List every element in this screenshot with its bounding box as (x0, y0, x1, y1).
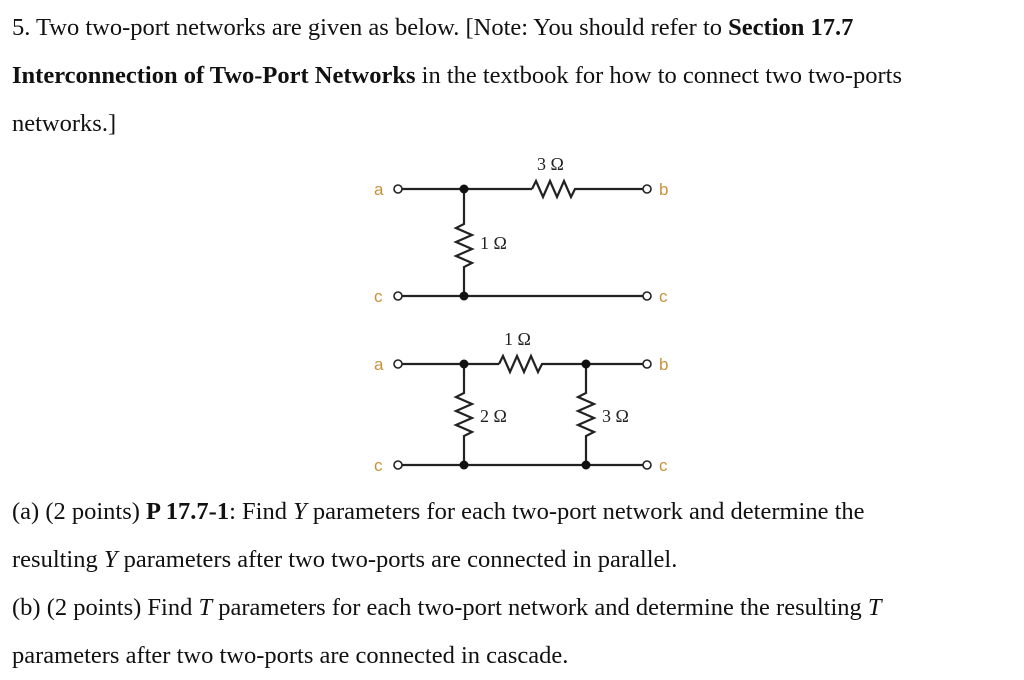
shunt-2ohm (453, 364, 475, 465)
node-bottom (459, 291, 469, 301)
network-2: a b c c 1 Ω 2 Ω 3 Ω (374, 329, 668, 475)
part-b-line-1: (b) (2 points) Find T parameters for eac… (12, 584, 882, 632)
text: parameters after two two-ports are conne… (12, 642, 569, 669)
label-1ohm: 1 Ω (480, 233, 507, 253)
terminal-c-left (393, 460, 403, 470)
problem-ref: P 17.7-1 (146, 498, 230, 525)
terminal-a (393, 184, 403, 194)
label-3ohm: 3 Ω (537, 154, 564, 174)
label-3ohm: 3 Ω (602, 406, 629, 426)
network-1: a b c c 3 Ω 1 Ω (374, 154, 668, 306)
text: parameters for each two-port network and… (306, 498, 865, 525)
terminal-a (393, 359, 403, 369)
resistor-3ohm (531, 178, 643, 200)
part-b-label: (b) (2 points) Find (12, 594, 199, 621)
terminal-b (642, 359, 652, 369)
text: parameters for each two-port network and… (212, 594, 868, 621)
terminal-b (642, 184, 652, 194)
node-bottom-left (459, 460, 469, 470)
text: parameters after two two-ports are conne… (117, 546, 678, 573)
label-a: a (374, 180, 384, 199)
label-1ohm: 1 Ω (504, 329, 531, 349)
label-a: a (374, 355, 384, 374)
part-a-label: (a) (2 points) (12, 498, 147, 525)
terminal-c-left (393, 291, 403, 301)
terminal-c-right (642, 291, 652, 301)
intro-text-end: networks.] (12, 110, 117, 137)
label-b: b (659, 355, 668, 374)
shunt-1ohm (453, 189, 475, 296)
text: resulting (12, 546, 104, 573)
node-bottom-right (581, 460, 591, 470)
var-t: T (198, 594, 213, 621)
text: : Find (229, 498, 294, 525)
label-b: b (659, 180, 668, 199)
label-2ohm: 2 Ω (480, 406, 507, 426)
node-top (459, 184, 469, 194)
problem-intro-line-2: Interconnection of Two-Port Networks in … (12, 52, 902, 100)
part-a-line-2: resulting Y parameters after two two-por… (12, 536, 677, 584)
label-c-left: c (374, 287, 383, 306)
problem-intro-line-1: 5. Two two-port networks are given as be… (12, 4, 853, 52)
label-c-right: c (659, 287, 668, 306)
node-top-right (581, 359, 591, 369)
resistor-1ohm (498, 353, 643, 375)
node-top-left (459, 359, 469, 369)
section-ref: Section 17.7 (728, 14, 854, 41)
label-c-left: c (374, 456, 383, 475)
shunt-3ohm (575, 364, 597, 465)
part-b-line-2: parameters after two two-ports are conne… (12, 632, 568, 680)
intro-text-cont: in the textbook for how to connect two t… (415, 62, 903, 89)
var-t: T (867, 594, 882, 621)
section-title: Interconnection of Two-Port Networks (12, 62, 416, 89)
terminal-c-right (642, 460, 652, 470)
intro-text: 5. Two two-port networks are given as be… (12, 14, 729, 41)
var-y: Y (293, 498, 307, 525)
label-c-right: c (659, 456, 668, 475)
var-y: Y (103, 546, 118, 573)
part-a-line-1: (a) (2 points) P 17.7-1: Find Y paramete… (12, 488, 865, 536)
problem-intro-line-3: networks.] (12, 100, 116, 148)
